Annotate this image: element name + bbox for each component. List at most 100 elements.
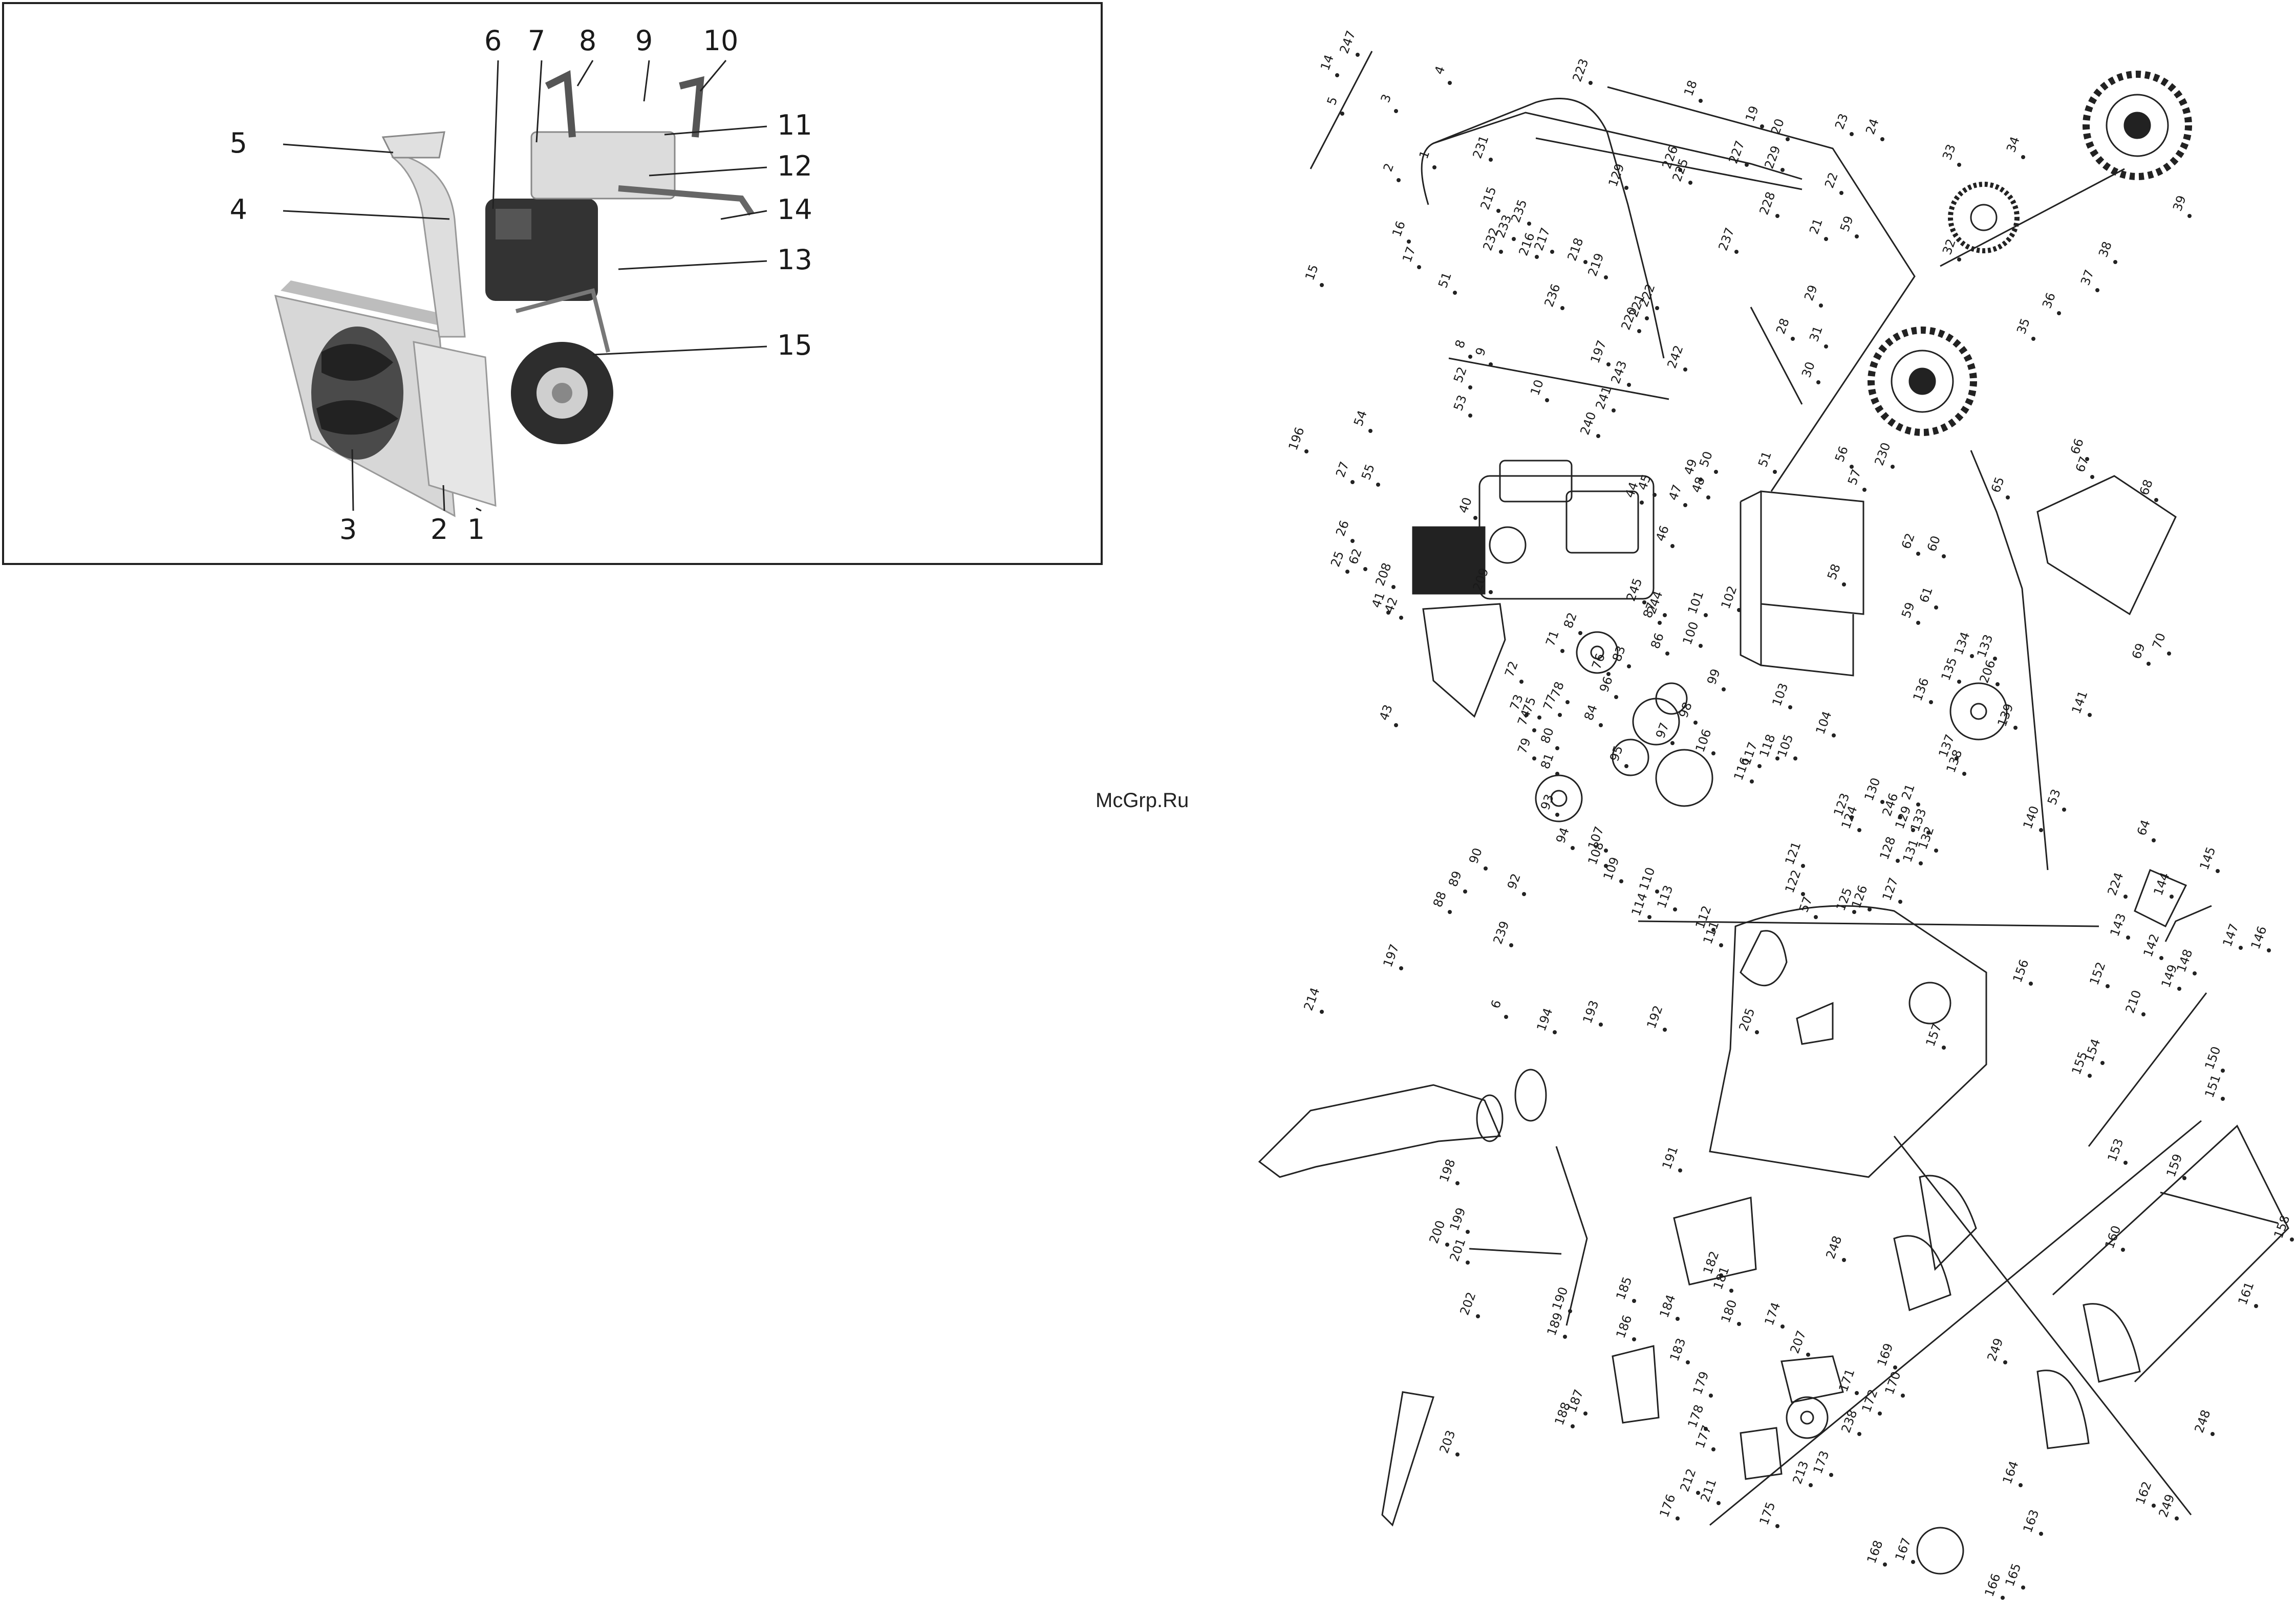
- part-marker: [2095, 288, 2099, 292]
- part-marker: [1699, 644, 1703, 648]
- part-label: 17: [1400, 245, 1419, 264]
- part-label: 118: [1756, 732, 1778, 759]
- part-marker: [1699, 477, 1703, 482]
- part-marker: [1663, 1028, 1667, 1032]
- part-marker: [2088, 713, 2092, 717]
- part-label: 18: [1681, 78, 1700, 98]
- part-label: 151: [2202, 1073, 2223, 1100]
- part-marker: [1356, 53, 1360, 57]
- part-label: 125: [1833, 886, 1855, 913]
- part-marker: [2057, 311, 2061, 315]
- part-label: 70: [2150, 631, 2169, 650]
- part-marker: [1496, 209, 1500, 213]
- part-marker: [1676, 1516, 1680, 1520]
- part-label: 64: [2134, 818, 2153, 837]
- part-marker: [2062, 808, 2066, 812]
- part-marker: [1693, 721, 1698, 725]
- part-marker: [1970, 654, 1974, 658]
- part-label: 173: [1810, 1449, 1832, 1476]
- part-marker: [1926, 831, 1930, 835]
- part-label: 24: [1863, 117, 1882, 136]
- part-label: 229: [1762, 144, 1783, 171]
- part-marker: [2170, 895, 2174, 899]
- part-label: 240: [1577, 410, 1599, 437]
- part-marker: [1806, 1353, 1810, 1357]
- part-marker: [2013, 726, 2018, 730]
- part-label: 60: [1924, 534, 1943, 553]
- part-marker: [1397, 178, 1401, 182]
- part-label: 205: [1736, 1006, 1757, 1033]
- callout-leader-13: [618, 260, 767, 270]
- part-label: 167: [1892, 1536, 1914, 1563]
- part-label: 190: [1549, 1285, 1571, 1312]
- part-marker: [1476, 1314, 1480, 1318]
- part-marker: [1934, 849, 1938, 853]
- part-label: 165: [2002, 1561, 2024, 1589]
- part-label: 37: [2078, 268, 2097, 287]
- part-marker: [1489, 362, 1493, 366]
- part-label: 114: [1628, 891, 1650, 918]
- part-label: 19: [1743, 104, 1762, 123]
- part-label: 180: [1718, 1298, 1740, 1325]
- part-marker: [1780, 168, 1785, 172]
- part-label: 213: [1790, 1459, 1811, 1486]
- part-marker: [1916, 621, 1920, 625]
- part-label: 86: [1648, 631, 1667, 650]
- part-label: 238: [1838, 1408, 1860, 1435]
- part-marker: [2039, 1532, 2043, 1536]
- callout-6: 6: [484, 25, 502, 57]
- part-label: 52: [1451, 365, 1470, 384]
- part-label: 230: [1872, 441, 1893, 468]
- part-marker: [1624, 186, 1628, 190]
- part-label: 51: [1755, 449, 1774, 469]
- part-label: 1: [1417, 148, 1433, 161]
- part-marker: [1632, 1299, 1636, 1303]
- part-label: 121: [1782, 840, 1804, 867]
- part-marker: [1525, 713, 1529, 717]
- part-label: 156: [2010, 958, 2031, 985]
- part-label: 8: [1452, 338, 1469, 350]
- impeller: [1673, 1197, 1757, 1286]
- part-label: 106: [1692, 727, 1714, 754]
- part-label: 34: [2004, 135, 2023, 154]
- part-marker: [1376, 483, 1380, 487]
- part-marker: [1934, 605, 1938, 610]
- part-marker: [1719, 1273, 1723, 1277]
- callout-14: 14: [777, 193, 812, 226]
- part-marker: [1880, 800, 1884, 804]
- part-marker: [1929, 700, 1933, 704]
- part-label: 242: [1664, 343, 1686, 371]
- part-marker: [1565, 700, 1570, 704]
- part-marker: [1880, 137, 1884, 141]
- part-marker: [1891, 465, 1895, 469]
- part-marker: [1550, 250, 1554, 254]
- part-marker: [2088, 1074, 2092, 1078]
- callout-9: 9: [635, 25, 653, 57]
- part-marker: [1535, 255, 1539, 259]
- part-marker: [1857, 1432, 1861, 1436]
- callout-13: 13: [777, 244, 812, 276]
- part-marker: [1760, 124, 1764, 128]
- part-marker: [1466, 1230, 1470, 1234]
- callout-3: 3: [339, 513, 357, 546]
- part-label: 36: [2040, 291, 2058, 310]
- part-marker: [1855, 1391, 1859, 1395]
- auger-blades: [1893, 1136, 2192, 1515]
- part-marker: [1678, 1168, 1682, 1172]
- part-label: 53: [2045, 787, 2064, 807]
- part-marker: [2216, 869, 2220, 873]
- part-marker: [1816, 380, 1820, 384]
- part-marker: [1463, 889, 1467, 894]
- part-marker: [1957, 257, 1961, 262]
- part-label: 113: [1654, 883, 1676, 910]
- part-marker: [1391, 585, 1396, 589]
- part-label: 2: [1381, 161, 1397, 173]
- part-marker: [2211, 1432, 2215, 1436]
- part-marker: [2187, 214, 2192, 218]
- part-label: 48: [1689, 475, 1708, 494]
- part-label: 146: [2248, 924, 2269, 951]
- part-label: 143: [2107, 911, 2129, 939]
- part-marker: [1711, 1447, 1715, 1451]
- part-marker: [1560, 649, 1564, 653]
- part-label: 6: [1488, 998, 1505, 1010]
